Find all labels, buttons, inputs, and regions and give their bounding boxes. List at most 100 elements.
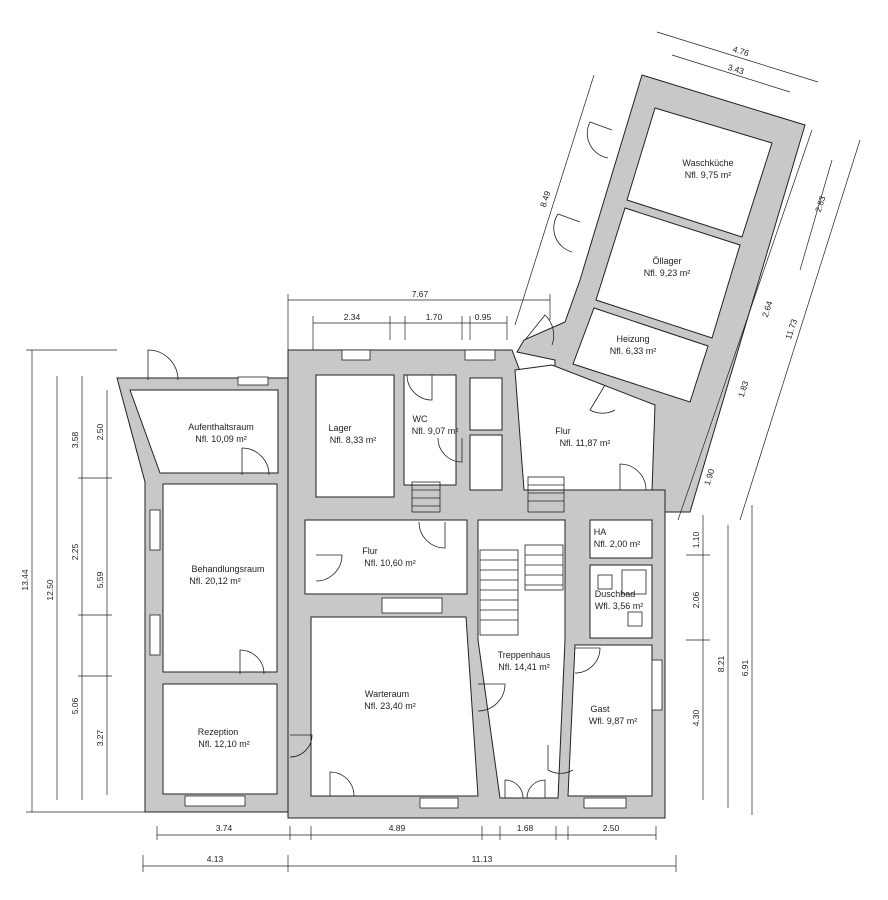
area-heizung: Nfl. 6,33 m² <box>610 346 657 356</box>
door-annex-entry <box>524 314 555 346</box>
area-warteraum: Nfl. 23,40 m² <box>364 701 416 711</box>
dim-annex-r4: 1.90 <box>702 467 717 486</box>
room-behandlungsraum <box>162 483 278 673</box>
room-rezeption <box>162 683 278 795</box>
dim-left-f: 3.27 <box>95 729 105 746</box>
label-gast: Gast <box>590 704 610 714</box>
label-heizung: Heizung <box>616 334 649 344</box>
door-annex-mid <box>553 213 581 253</box>
area-lager: Nfl. 8,33 m² <box>330 435 377 445</box>
label-wc: WC <box>413 414 428 424</box>
area-flur-north: Nfl. 11,87 m² <box>560 438 611 448</box>
room-treppenhaus <box>477 519 566 799</box>
door-warteraum <box>329 771 355 797</box>
room-oellager <box>595 207 741 339</box>
dim-top-b: 1.70 <box>426 312 443 322</box>
doors <box>147 121 647 799</box>
stair-flight-upper-right <box>527 476 565 513</box>
room-flur-north <box>514 364 656 491</box>
dim-bottom-d: 2.50 <box>603 823 620 833</box>
dim-left-a: 3.58 <box>70 431 80 448</box>
area-treppenhaus: Nfl. 14,41 m² <box>498 662 550 672</box>
room-shaft-a <box>469 377 503 431</box>
door-behandlung-bottom <box>239 649 265 675</box>
room-lager <box>315 374 395 498</box>
room-waschkueche <box>626 107 773 238</box>
dim-right-d: 8.21 <box>716 655 726 672</box>
room-gast <box>567 644 653 797</box>
dim-annex-r3: 1.83 <box>736 379 751 398</box>
area-oellager: Nfl. 9,23 m² <box>644 268 691 278</box>
area-rezeption: Nfl. 12,10 m² <box>198 739 250 749</box>
dim-right-b: 2.06 <box>691 591 701 608</box>
dimension-lines <box>26 31 861 872</box>
area-waschkueche: Nfl. 9,75 m² <box>685 170 732 180</box>
label-waschkueche: Waschküche <box>682 158 733 168</box>
dim-bottom-a: 3.74 <box>216 823 233 833</box>
door-rezeption <box>289 734 313 758</box>
label-lager: Lager <box>328 423 351 433</box>
area-duschbad: Wfl. 3,56 m² <box>595 601 644 611</box>
dim-bottom-total: 11.13 <box>472 854 493 864</box>
dim-left-b: 2.50 <box>95 423 105 440</box>
door-treppenhaus <box>477 683 506 712</box>
door-gast <box>574 647 601 674</box>
stair-flight-left <box>479 549 519 636</box>
door-flur-mid <box>418 521 446 549</box>
area-flur-mid: Nfl. 10,60 m² <box>364 558 416 568</box>
area-wc: Nfl. 9,07 m² <box>412 426 459 436</box>
room-labels: Waschküche Nfl. 9,75 m² Öllager Nfl. 9,2… <box>188 158 733 749</box>
dim-left-total: 13.44 <box>20 569 30 591</box>
windows <box>149 349 663 809</box>
dim-top-c: 0.95 <box>475 312 492 322</box>
door-annex-top <box>586 121 613 159</box>
door-main-entry-right <box>526 779 546 799</box>
stair-flight-upper-left <box>411 481 441 513</box>
dim-right-e: 6.91 <box>740 659 750 676</box>
door-aufenthaltsraum <box>147 349 179 381</box>
room-flur-mid <box>304 519 468 595</box>
room-aufenthaltsraum <box>129 389 279 474</box>
room-shaft-b <box>469 434 503 491</box>
dim-bottom-b: 4.89 <box>389 823 406 833</box>
dim-bottom-c: 1.68 <box>517 823 534 833</box>
dim-left-c: 2.25 <box>70 543 80 560</box>
area-ha: Nfl. 2,00 m² <box>594 539 641 549</box>
dim-annex-inner: 3.43 <box>727 62 746 76</box>
room-wc <box>403 374 457 486</box>
label-ha: HA <box>594 527 607 537</box>
label-warteraum: Warteraum <box>365 689 409 699</box>
door-wc-inner <box>437 437 463 463</box>
label-treppenhaus: Treppenhaus <box>498 650 551 660</box>
area-behandlungsraum: Nfl. 20,12 m² <box>189 576 241 586</box>
label-oellager: Öllager <box>652 256 681 266</box>
dim-left-d: 5.59 <box>95 571 105 588</box>
label-flur-north: Flur <box>555 426 571 436</box>
door-lager <box>315 554 343 582</box>
label-aufenthaltsraum: Aufenthaltsraum <box>188 422 254 432</box>
door-gast-side <box>547 745 574 774</box>
label-behandlungsraum: Behandlungsraum <box>191 564 264 574</box>
dimension-labels: 7.67 2.34 1.70 0.95 4.76 3.43 8.49 2.83 … <box>20 44 828 864</box>
label-rezeption: Rezeption <box>198 727 239 737</box>
stairs <box>411 476 565 636</box>
room-heizung <box>572 307 709 403</box>
dim-bottom-left: 4.13 <box>207 854 224 864</box>
dim-left-outer: 12.50 <box>45 579 55 601</box>
room-ha <box>589 519 653 559</box>
door-heizung <box>589 384 616 414</box>
dim-right-c: 4.30 <box>691 709 701 726</box>
dim-annex-side: 8.49 <box>538 189 553 208</box>
door-flur-north <box>619 463 647 491</box>
stair-flight-right <box>524 544 564 591</box>
dim-annex-outer: 4.76 <box>732 44 751 58</box>
room-warteraum <box>310 616 479 797</box>
label-flur-mid: Flur <box>362 546 378 556</box>
dim-annex-r1: 2.83 <box>813 194 828 213</box>
door-wc <box>406 374 433 401</box>
door-behandlung-top <box>241 447 270 476</box>
dim-annex-total: 11.73 <box>783 317 799 340</box>
dim-right-a: 1.10 <box>691 531 701 548</box>
room-interiors <box>129 107 773 799</box>
